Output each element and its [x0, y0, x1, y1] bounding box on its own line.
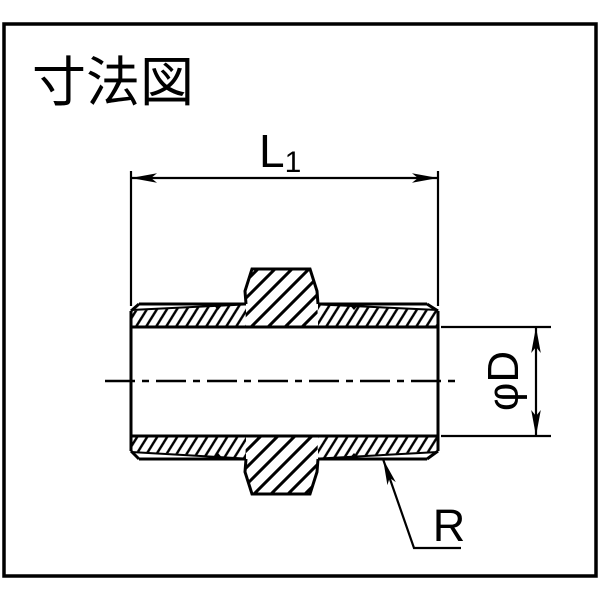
- phi-d-dimension: φD: [441, 325, 551, 438]
- nipple-outline: [129, 267, 440, 496]
- l1-arrowhead-left: [131, 173, 157, 183]
- drawing-title: 寸法図: [32, 51, 194, 114]
- l1-dimension-label: L1: [259, 125, 301, 179]
- r-arrowhead: [383, 459, 396, 486]
- l1-label-main: L: [259, 125, 285, 177]
- end-chamfers: [129, 302, 439, 461]
- phi-d-dimension-label: φD: [479, 351, 528, 411]
- thread-hatch-top-left: [131, 304, 246, 327]
- r-leader-line: [381, 458, 461, 550]
- hex-hatch-bottom: [245, 436, 318, 494]
- l1-arrowhead-right: [412, 173, 438, 183]
- thread-r-label: R: [433, 500, 466, 551]
- phi-d-arrowhead-top: [531, 327, 541, 353]
- hex-outline-top: [243, 267, 320, 305]
- thread-runout-notches: [213, 303, 359, 460]
- l1-extension-lines: [129, 171, 440, 306]
- hex-outline-bottom: [243, 458, 320, 496]
- thread-root-lines: [130, 303, 439, 460]
- phi-d-extension-lines: [441, 325, 551, 438]
- drawing-border: [2, 22, 598, 578]
- hex-hatch-top: [245, 269, 318, 327]
- l1-dimension: L1: [129, 125, 440, 306]
- thread-r-leader: R: [381, 458, 466, 551]
- thread-hatch-bottom-left: [131, 436, 246, 458]
- phi-d-arrowhead-bottom: [531, 410, 541, 436]
- thread-hatch-bottom-right: [318, 436, 438, 458]
- nipple-body: [129, 267, 440, 496]
- l1-label-subscript: 1: [285, 146, 302, 179]
- thread-hatch-top-right: [318, 304, 438, 327]
